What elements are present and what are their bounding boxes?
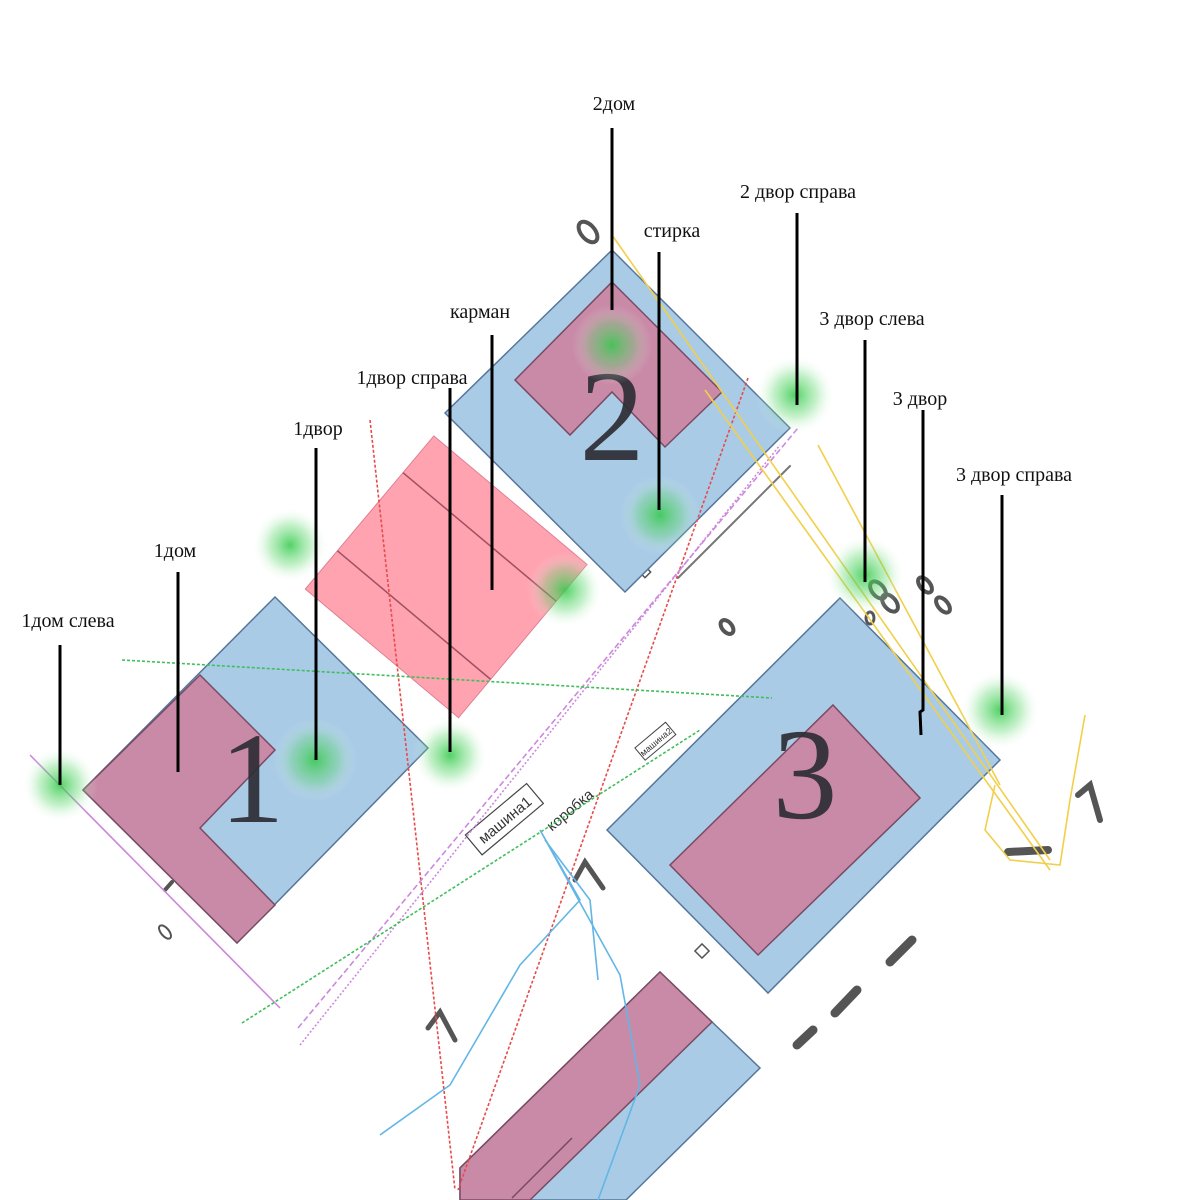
label-house-1: 1дом <box>154 540 197 562</box>
bench-mark <box>1004 846 1052 856</box>
fence-dash <box>885 935 917 967</box>
sign-mark <box>1075 779 1103 823</box>
house-4 <box>459 970 762 1200</box>
place-labels: 1дом слева 1дом 1двор 1двор справа карма… <box>21 93 1072 632</box>
label-yard-1: 1двор <box>293 418 342 440</box>
tree-mark <box>934 595 952 615</box>
fence-mark <box>163 880 174 892</box>
tree-mark <box>916 575 934 595</box>
pointer-line <box>918 410 925 736</box>
route-blue <box>544 839 599 981</box>
green-spot <box>620 475 700 555</box>
sign-mark <box>425 1007 458 1043</box>
house-2-plot <box>443 248 792 594</box>
route-yellow <box>611 234 1051 861</box>
label-yard-3-right: 3 двор справа <box>956 464 1072 486</box>
house-3-block <box>668 703 922 957</box>
label-pocket: карман <box>450 301 510 323</box>
house-4-block <box>459 970 714 1200</box>
label-yard-2-right: 2 двор справа <box>740 181 856 203</box>
route-violet <box>297 427 799 1029</box>
parking-line <box>336 550 492 680</box>
sign-mark <box>572 857 606 891</box>
house-number: 3 <box>773 703 838 847</box>
label-yard-1-right: 1двор справа <box>357 367 468 389</box>
route-lines <box>29 234 1086 1200</box>
green-spot <box>527 552 603 628</box>
sketch-label-box: коробка <box>544 786 598 835</box>
lamp-mark <box>693 942 711 960</box>
label-house-2: 2дом <box>593 93 636 115</box>
green-spot <box>572 305 652 385</box>
yard-line <box>677 465 791 579</box>
route-yellow <box>984 714 1086 866</box>
label-yard-3-left: 3 двор слева <box>819 308 924 330</box>
tree-mark <box>158 924 172 940</box>
route-violet <box>299 444 781 1046</box>
label-yard-3: 3 двор <box>893 388 947 410</box>
pocket-area <box>304 435 588 719</box>
base-sketch <box>158 219 1103 1050</box>
house-4-inner-line <box>511 1137 573 1199</box>
route-blue <box>379 829 641 1200</box>
green-spot <box>960 670 1040 750</box>
green-spot <box>412 717 488 793</box>
tree-mark <box>576 219 600 245</box>
route-green <box>241 729 701 1024</box>
house-number: 1 <box>220 707 285 851</box>
pointer-lines <box>58 128 1004 785</box>
tree-mark <box>718 618 736 636</box>
house-3: 3 <box>605 596 1002 995</box>
route-red <box>369 419 456 1191</box>
fence-dash <box>792 1025 818 1050</box>
label-laundry: стирка <box>644 220 701 242</box>
route-red <box>457 377 749 1191</box>
route-yellow <box>704 389 1051 871</box>
green-spot <box>755 355 835 435</box>
route-green <box>121 659 773 699</box>
fence-dash <box>830 985 862 1018</box>
green-spot <box>252 507 328 583</box>
label-house-1-left: 1дом слева <box>21 610 114 632</box>
